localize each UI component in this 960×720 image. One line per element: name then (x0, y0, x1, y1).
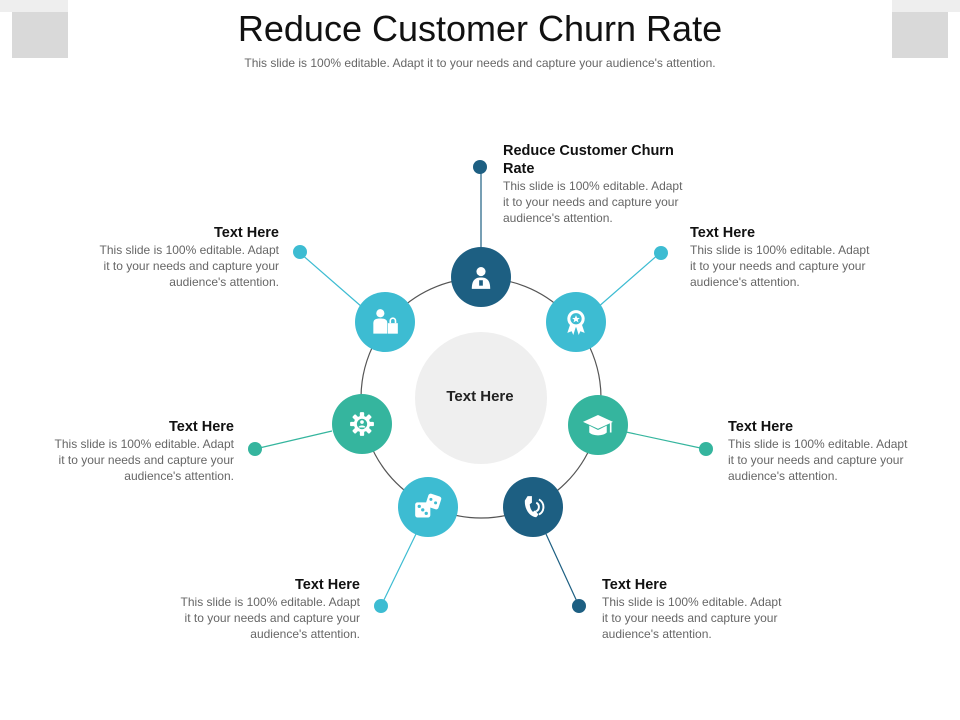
block-line: This slide is 100% editable. Adapt (180, 595, 360, 609)
block-line: audience's attention. (250, 627, 360, 641)
connector-line (625, 431, 706, 450)
block-line: This slide is 100% editable. Adapt (602, 595, 782, 609)
node-gear (332, 394, 392, 454)
slide-title: Reduce Customer Churn Rate (237, 8, 723, 49)
block-line: audience's attention. (169, 275, 279, 289)
node-phone (503, 477, 563, 537)
block-line: it to your needs and capture your (503, 195, 679, 209)
block-line: it to your needs and capture your (103, 259, 279, 273)
block-heading: Reduce Customer Churn Rate (503, 143, 674, 177)
text-block-left: Text Here This slide is 100% editable. A… (29, 418, 234, 484)
node-graduation (568, 395, 628, 455)
connector-line (299, 252, 363, 308)
block-heading: Text Here (168, 419, 234, 435)
corner-strip-left (0, 0, 68, 12)
text-block-right: Text Here This slide is 100% editable. A… (728, 418, 933, 484)
node-user (451, 247, 511, 307)
block-line: This slide is 100% editable. Adapt (54, 437, 234, 451)
node-shopper (355, 292, 415, 352)
block-line: it to your needs and capture your (728, 453, 904, 467)
center-circle (415, 332, 547, 464)
corner-decoration-left (12, 12, 68, 58)
block-line: audience's attention. (728, 469, 838, 483)
connector-dot (654, 246, 668, 260)
connector-dot (248, 442, 262, 456)
text-block-upper-right: Text Here This slide is 100% editable. A… (690, 224, 895, 290)
text-block-upper-left: Text Here This slide is 100% editable. A… (74, 224, 279, 290)
node-award (546, 292, 606, 352)
block-line: it to your needs and capture your (690, 259, 866, 273)
connector-line (545, 533, 580, 607)
center-label: Text Here (446, 388, 514, 405)
connector-line (254, 430, 333, 450)
text-block-lower-right: Text Here This slide is 100% editable. A… (602, 576, 807, 642)
block-line: it to your needs and capture your (184, 611, 360, 625)
block-heading: Text Here (213, 225, 279, 241)
block-line: audience's attention. (124, 469, 234, 483)
gear-icon (350, 412, 374, 436)
block-line: This slide is 100% editable. Adapt (728, 437, 908, 451)
connector-dot (374, 599, 388, 613)
connector-dot (572, 599, 586, 613)
corner-decoration-right (892, 12, 948, 58)
corner-strip-right (892, 0, 960, 12)
block-line: This slide is 100% editable. Adapt (99, 243, 279, 257)
block-heading: Text Here (602, 577, 668, 593)
block-heading: Text Here (728, 419, 794, 435)
block-heading: Text Here (690, 225, 756, 241)
connector-line (596, 252, 661, 309)
block-line: it to your needs and capture your (58, 453, 234, 467)
text-block-lower-left: Text Here This slide is 100% editable. A… (155, 576, 360, 642)
text-block-top: Reduce Customer Churn Rate This slide is… (503, 142, 708, 226)
block-line: This slide is 100% editable. Adapt (503, 179, 683, 193)
block-heading: Text Here (294, 577, 360, 593)
slide-subtitle: This slide is 100% editable. Adapt it to… (244, 56, 716, 70)
connector-dot (699, 442, 713, 456)
block-line: audience's attention. (690, 275, 800, 289)
connector-line (380, 533, 417, 607)
node-dice (398, 477, 458, 537)
connector-dot (293, 245, 307, 259)
block-line: it to your needs and capture your (602, 611, 778, 625)
block-line: This slide is 100% editable. Adapt (690, 243, 870, 257)
connector-dot (473, 160, 487, 174)
block-line: audience's attention. (503, 211, 613, 225)
block-line: audience's attention. (602, 627, 712, 641)
